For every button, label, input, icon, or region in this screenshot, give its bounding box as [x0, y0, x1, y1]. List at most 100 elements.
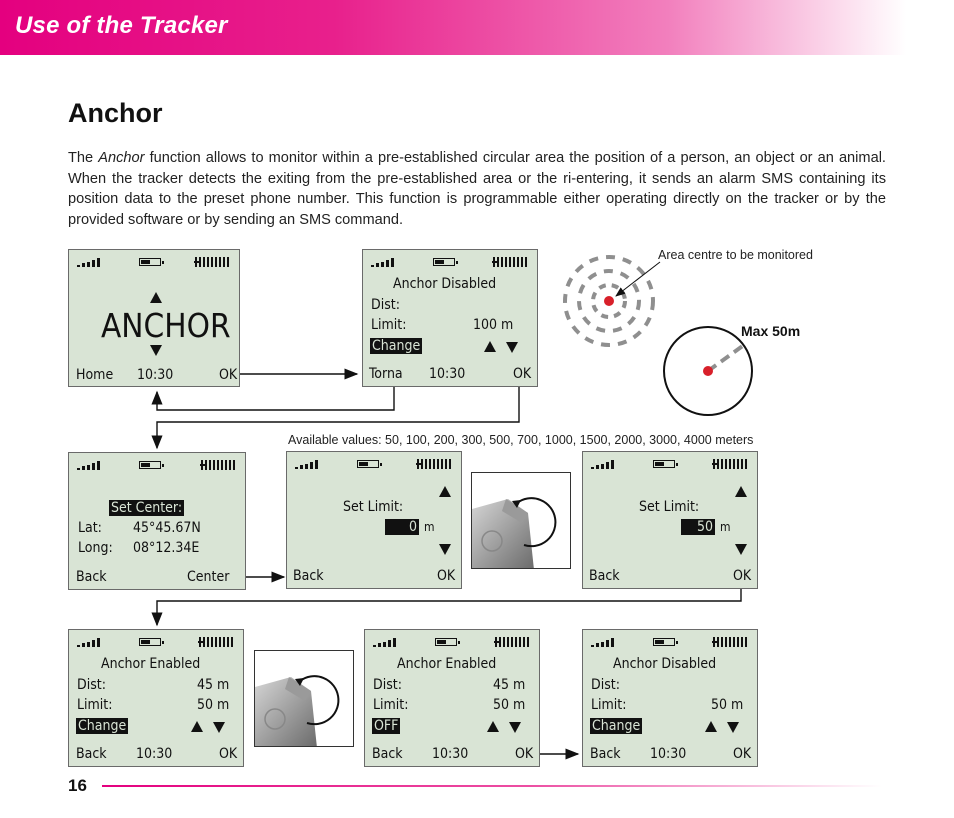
softkey-ok[interactable]: OK: [219, 367, 238, 383]
softkey-center[interactable]: Center: [187, 569, 230, 585]
battery-icon: [653, 460, 678, 468]
softkey-back[interactable]: Back: [293, 568, 324, 584]
softkey-back[interactable]: Back: [372, 746, 403, 762]
signal-strength-icon: [373, 636, 413, 648]
status-bar: [365, 636, 539, 648]
gps-signal-icon: [492, 257, 529, 267]
softkey-ok[interactable]: OK: [733, 568, 752, 584]
page-number: 16: [68, 776, 87, 795]
battery-icon: [435, 638, 460, 646]
screen-title: Anchor Disabled: [613, 656, 717, 672]
softkey-back[interactable]: Back: [589, 568, 620, 584]
gps-signal-icon: [712, 637, 749, 647]
arrow-to-area-centre: [615, 261, 661, 297]
signal-strength-icon: [591, 458, 631, 470]
arrow-up-icon: [150, 292, 162, 303]
limit-input[interactable]: 50: [681, 519, 715, 535]
lat-label: Lat:: [78, 520, 102, 536]
arrow-down-icon: [439, 544, 451, 555]
arrow-down-icon: [150, 345, 162, 356]
dist-value: 45 m: [197, 677, 230, 693]
softkey-back[interactable]: Back: [76, 569, 107, 585]
softkey-ok[interactable]: OK: [219, 746, 238, 762]
limit-unit: m: [424, 520, 435, 534]
battery-icon: [653, 638, 678, 646]
header-band: [0, 0, 954, 55]
change-action[interactable]: Change: [590, 718, 643, 734]
screen-title: Set Limit:: [639, 499, 700, 515]
gps-signal-icon: [200, 460, 237, 470]
status-bar: [287, 458, 461, 470]
device-knob-photo: [471, 472, 571, 569]
arrow-down-icon: [213, 722, 225, 733]
limit-unit: m: [720, 520, 731, 534]
available-values-note: Available values: 50, 100, 200, 300, 500…: [288, 433, 754, 447]
intro-paragraph: The Anchor function allows to monitor wi…: [68, 148, 886, 230]
lcd-screen-set-limit-zero: Set Limit: 0 m Back OK: [286, 451, 462, 589]
status-bar: [69, 256, 239, 268]
screen-title: Anchor Disabled: [393, 276, 497, 292]
softkey-ok[interactable]: OK: [437, 568, 456, 584]
dist-value: 45 m: [493, 677, 526, 693]
signal-strength-icon: [77, 636, 117, 648]
gps-signal-icon: [198, 637, 235, 647]
signal-strength-icon: [77, 459, 117, 471]
long-value: 08°12.34E: [133, 540, 200, 556]
rotate-knob-icon: [295, 678, 304, 686]
limit-label: Limit:: [371, 317, 407, 333]
off-action[interactable]: OFF: [372, 718, 401, 734]
clock-time: 10:30: [650, 746, 687, 762]
battery-icon: [139, 638, 164, 646]
softkey-home[interactable]: Home: [76, 367, 114, 383]
softkey-ok[interactable]: OK: [515, 746, 534, 762]
battery-icon: [139, 258, 164, 266]
anchor-menu-label: ANCHOR: [101, 306, 231, 345]
arrow-up-icon: [439, 486, 451, 497]
battery-icon: [357, 460, 382, 468]
softkey-back[interactable]: Back: [590, 746, 621, 762]
lcd-screen-set-limit-fifty: Set Limit: 50 m Back OK: [582, 451, 758, 589]
dist-label: Dist:: [591, 677, 620, 693]
arrow-down-icon: [735, 544, 747, 555]
lcd-screen-anchor-disabled: Anchor Disabled Dist: Limit: 100 m Chang…: [362, 249, 538, 387]
limit-label: Limit:: [591, 697, 627, 713]
page-title: Anchor: [68, 98, 163, 128]
change-action[interactable]: Change: [370, 338, 423, 354]
area-centre-note: Area centre to be monitored: [658, 248, 813, 262]
intro-after: function allows to monitor within a pre-…: [68, 150, 886, 228]
gps-signal-icon: [494, 637, 531, 647]
lcd-screen-home: ANCHOR Home 10:30 OK: [68, 249, 240, 387]
lat-value: 45°45.67N: [133, 520, 201, 536]
softkey-ok[interactable]: OK: [513, 366, 532, 382]
limit-input[interactable]: 0: [385, 519, 419, 535]
footer-rule: [102, 785, 882, 787]
signal-strength-icon: [591, 636, 631, 648]
lcd-screen-anchor-disabled-final: Anchor Disabled Dist: Limit: 50 m Change…: [582, 629, 758, 767]
status-bar: [69, 459, 245, 471]
gps-signal-icon: [194, 257, 231, 267]
device-knob-photo: [254, 650, 354, 747]
arrow-disabled-to-set-center: [151, 386, 520, 450]
dist-label: Dist:: [373, 677, 402, 693]
battery-icon: [433, 258, 458, 266]
limit-value: 100 m: [473, 317, 514, 333]
battery-icon: [139, 461, 164, 469]
screen-title: Set Limit:: [343, 499, 404, 515]
arrow-down-icon: [509, 722, 521, 733]
arrow-up-icon: [191, 721, 203, 732]
clock-time: 10:30: [432, 746, 469, 762]
softkey-back[interactable]: Back: [76, 746, 107, 762]
long-label: Long:: [78, 540, 113, 556]
arrow-up-icon: [484, 341, 496, 352]
screen-title: Set Center:: [109, 500, 185, 516]
signal-strength-icon: [295, 458, 335, 470]
softkey-ok[interactable]: OK: [733, 746, 752, 762]
change-action[interactable]: Change: [76, 718, 129, 734]
clock-time: 10:30: [136, 746, 173, 762]
softkey-torna[interactable]: Torna: [369, 366, 403, 382]
screen-title: Anchor Enabled: [101, 656, 201, 672]
max-radius-label: Max 50m: [741, 323, 801, 339]
arrow-down-icon: [727, 722, 739, 733]
limit-label: Limit:: [373, 697, 409, 713]
arrow-down-icon: [506, 342, 518, 353]
